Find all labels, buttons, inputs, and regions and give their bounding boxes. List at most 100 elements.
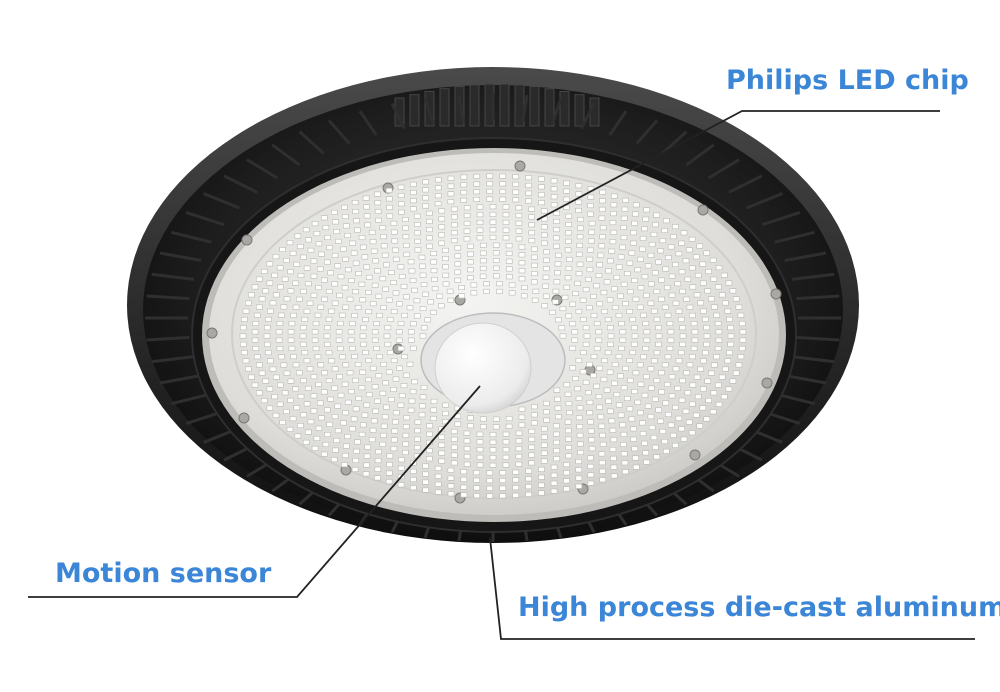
led-chip [390, 437, 398, 443]
led-chip [365, 308, 373, 314]
led-chip [300, 341, 307, 347]
led-chip [363, 264, 371, 270]
led-chip [708, 370, 715, 376]
led-chip [374, 208, 382, 214]
led-chip [447, 491, 455, 497]
led-chip [538, 482, 545, 488]
led-chip [667, 329, 675, 335]
led-chip [390, 229, 398, 235]
led-chip [502, 235, 510, 241]
led-chip [473, 470, 480, 476]
led-chip [486, 493, 494, 499]
led-chip [575, 467, 583, 473]
housing-fin [521, 94, 529, 122]
led-chip [292, 280, 299, 286]
led-chip [292, 362, 300, 368]
led-chip [355, 271, 363, 277]
led-chip [585, 305, 593, 311]
led-chip [305, 237, 312, 243]
led-chip [542, 293, 550, 299]
led-chip [430, 268, 438, 274]
led-chip [550, 480, 558, 486]
led-chip [374, 268, 381, 274]
led-chip [397, 264, 405, 270]
led-chip [715, 265, 723, 271]
led-chip [674, 385, 682, 391]
led-chip [611, 361, 619, 367]
led-chip [305, 429, 312, 435]
lens-inner-ring [231, 169, 757, 499]
led-chip [700, 280, 707, 286]
led-chip [732, 370, 740, 376]
led-chip [287, 378, 295, 384]
led-chip [310, 273, 318, 279]
led-chip [251, 329, 259, 335]
led-chip [317, 362, 325, 368]
led-chip [679, 288, 686, 294]
led-chip [380, 243, 388, 249]
led-chip [489, 227, 497, 233]
led-chip [528, 460, 535, 466]
led-chip [686, 304, 694, 310]
led-chip [550, 488, 558, 494]
led-chip [245, 300, 252, 306]
led-chip [552, 299, 559, 305]
led-chip [655, 341, 662, 347]
led-chip [621, 460, 629, 466]
led-chip [697, 366, 704, 372]
led-chip [663, 218, 670, 224]
led-chip [598, 206, 606, 212]
led-chip [569, 301, 577, 307]
led-chip [641, 226, 648, 232]
led-chip [574, 280, 581, 286]
led-chip [489, 219, 497, 225]
led-chip [566, 256, 573, 262]
led-chip [608, 418, 616, 424]
led-chip [615, 264, 623, 270]
led-chip [611, 286, 618, 292]
led-chip [446, 288, 454, 294]
led-chip [296, 370, 303, 376]
led-chip [442, 281, 450, 287]
led-chip [531, 254, 538, 260]
led-chip [502, 447, 510, 453]
housing-fin [358, 110, 378, 136]
led-chip [653, 454, 661, 460]
led-chip [303, 401, 311, 407]
led-chip [354, 227, 361, 233]
led-chip [505, 266, 513, 272]
led-chip [703, 333, 711, 339]
led-chip [463, 430, 471, 436]
led-chip [346, 370, 354, 376]
led-chip [618, 321, 625, 327]
led-chip [538, 466, 545, 472]
led-chip [609, 239, 617, 245]
led-chip [525, 476, 532, 482]
led-chip [702, 350, 709, 356]
led-chip [670, 234, 677, 240]
led-chip [579, 297, 587, 303]
led-chip [587, 419, 594, 425]
led-chip [450, 436, 458, 442]
led-chip [609, 427, 617, 433]
led-chip [281, 276, 289, 282]
housing-fin [159, 251, 202, 262]
led-chip [639, 431, 647, 437]
led-chip [341, 204, 348, 210]
led-chip [576, 432, 584, 438]
led-chip [715, 337, 723, 343]
led-chip [668, 393, 676, 399]
led-chip [386, 196, 393, 202]
led-chip [627, 377, 634, 383]
led-chip [267, 358, 274, 364]
led-chip [590, 312, 598, 318]
led-chip [374, 466, 382, 472]
led-chip [392, 290, 400, 296]
led-chip [430, 309, 437, 315]
led-chip [678, 269, 686, 275]
led-chip [467, 267, 474, 273]
led-chip [593, 321, 601, 327]
led-chip [342, 362, 350, 368]
led-chip [565, 213, 573, 219]
led-chip [722, 300, 729, 306]
